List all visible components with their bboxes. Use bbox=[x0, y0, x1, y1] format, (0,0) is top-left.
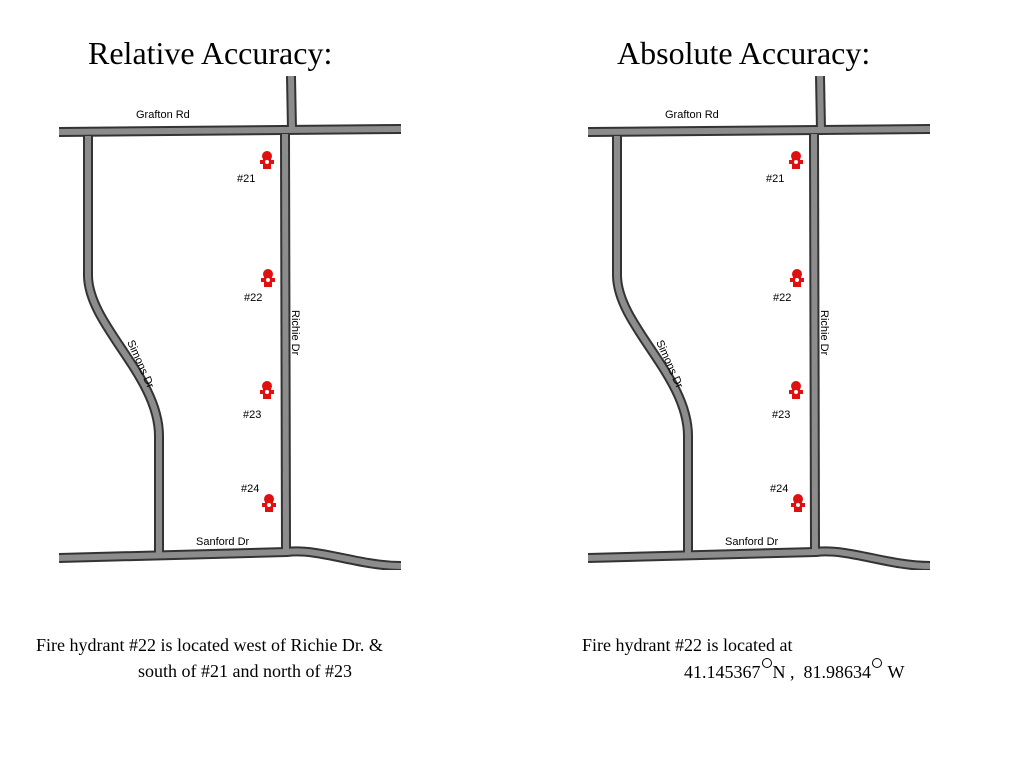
richie-dr-label: Richie Dr bbox=[289, 310, 301, 356]
latitude-value: 41.145367 bbox=[684, 662, 761, 682]
road-network bbox=[588, 76, 930, 570]
fire-hydrant-icon bbox=[789, 151, 803, 169]
road-network bbox=[59, 76, 401, 570]
sanford-dr-label: Sanford Dr bbox=[196, 536, 250, 548]
fire-hydrant-icon bbox=[262, 494, 276, 512]
absolute-accuracy-map: Grafton Rd Sanford Dr Richie Dr Simons D… bbox=[588, 76, 930, 570]
hydrant-label: #23 bbox=[772, 409, 790, 421]
relative-caption-line-1: Fire hydrant #22 is located west of Rich… bbox=[36, 635, 383, 655]
fire-hydrant-icon bbox=[261, 269, 275, 287]
hydrant-label: #22 bbox=[244, 292, 262, 304]
latitude-direction: N , bbox=[772, 662, 795, 682]
fire-hydrant-icon bbox=[260, 381, 274, 399]
hydrant-label: #21 bbox=[766, 173, 784, 185]
grafton-rd-label: Grafton Rd bbox=[136, 109, 190, 121]
fire-hydrant-icon bbox=[260, 151, 274, 169]
hydrant-label: #22 bbox=[773, 292, 791, 304]
grafton-rd-label: Grafton Rd bbox=[665, 109, 719, 121]
coordinates-line: 41.145367 N , 81.98634 W bbox=[684, 658, 905, 685]
relative-accuracy-map: Grafton Rd Sanford Dr Richie Dr Simons D… bbox=[59, 76, 401, 570]
relative-caption-line-2: south of #21 and north of #23 bbox=[138, 661, 352, 681]
relative-accuracy-heading: Relative Accuracy: bbox=[88, 35, 333, 71]
fire-hydrant-icon bbox=[790, 269, 804, 287]
hydrant-label: #24 bbox=[770, 483, 788, 495]
hydrant-label: #21 bbox=[237, 173, 255, 185]
longitude-value: 81.98634 bbox=[803, 662, 872, 682]
fire-hydrant-icon bbox=[791, 494, 805, 512]
degree-symbol-icon bbox=[761, 658, 772, 668]
longitude-direction: W bbox=[887, 662, 905, 682]
absolute-caption-line-1: Fire hydrant #22 is located at bbox=[582, 635, 793, 655]
hydrant-label: #24 bbox=[241, 483, 259, 495]
absolute-accuracy-heading: Absolute Accuracy: bbox=[617, 35, 871, 71]
degree-symbol-icon bbox=[872, 658, 882, 668]
hydrant-label: #23 bbox=[243, 409, 261, 421]
sanford-dr-label: Sanford Dr bbox=[725, 536, 779, 548]
fire-hydrant-icon bbox=[789, 381, 803, 399]
richie-dr-label: Richie Dr bbox=[818, 310, 830, 356]
